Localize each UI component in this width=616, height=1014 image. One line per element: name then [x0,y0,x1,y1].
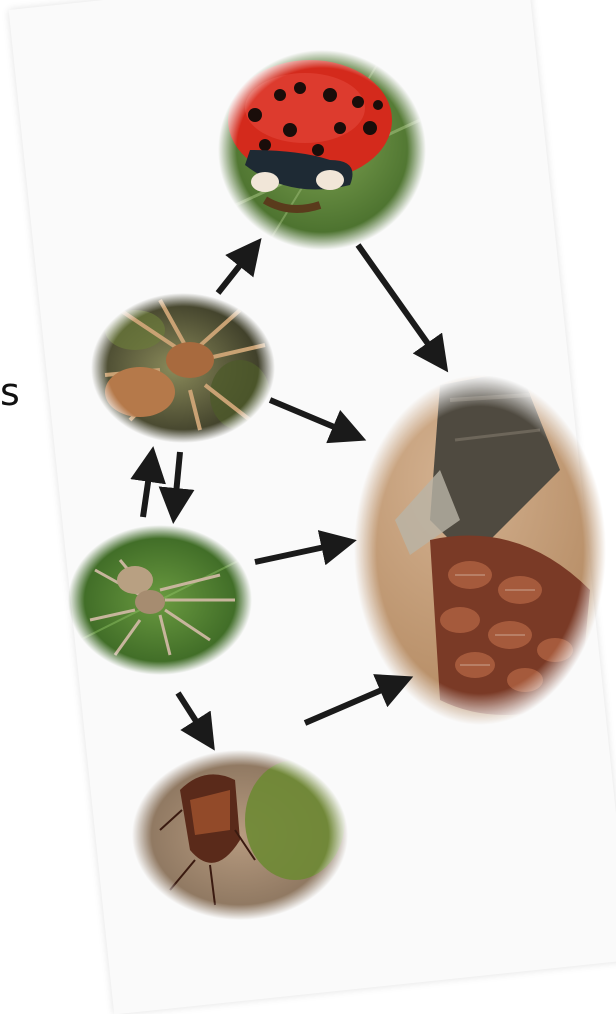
arrow-spider-to-ladybird [218,245,256,293]
arrow-crabspider-to-aphids [255,542,348,562]
arrow-crabspider-to-bug [178,693,210,743]
ladybird-photo-node [218,50,426,250]
arrow-bug-to-aphids [305,680,405,723]
spider-photo-node [91,293,275,443]
arrow-spider-to-crabspider [174,452,180,515]
food-web-sheet: s [0,0,616,977]
aphid-colony-photo-node [354,370,606,725]
crab-spider-photo-node [68,525,252,675]
bug-photo-node [132,750,348,920]
food-web-diagram [0,0,616,977]
arrow-spider-to-aphids [270,400,358,437]
arrow-crabspider-to-spider [143,455,152,517]
arrow-ladybird-to-aphids [358,245,443,365]
